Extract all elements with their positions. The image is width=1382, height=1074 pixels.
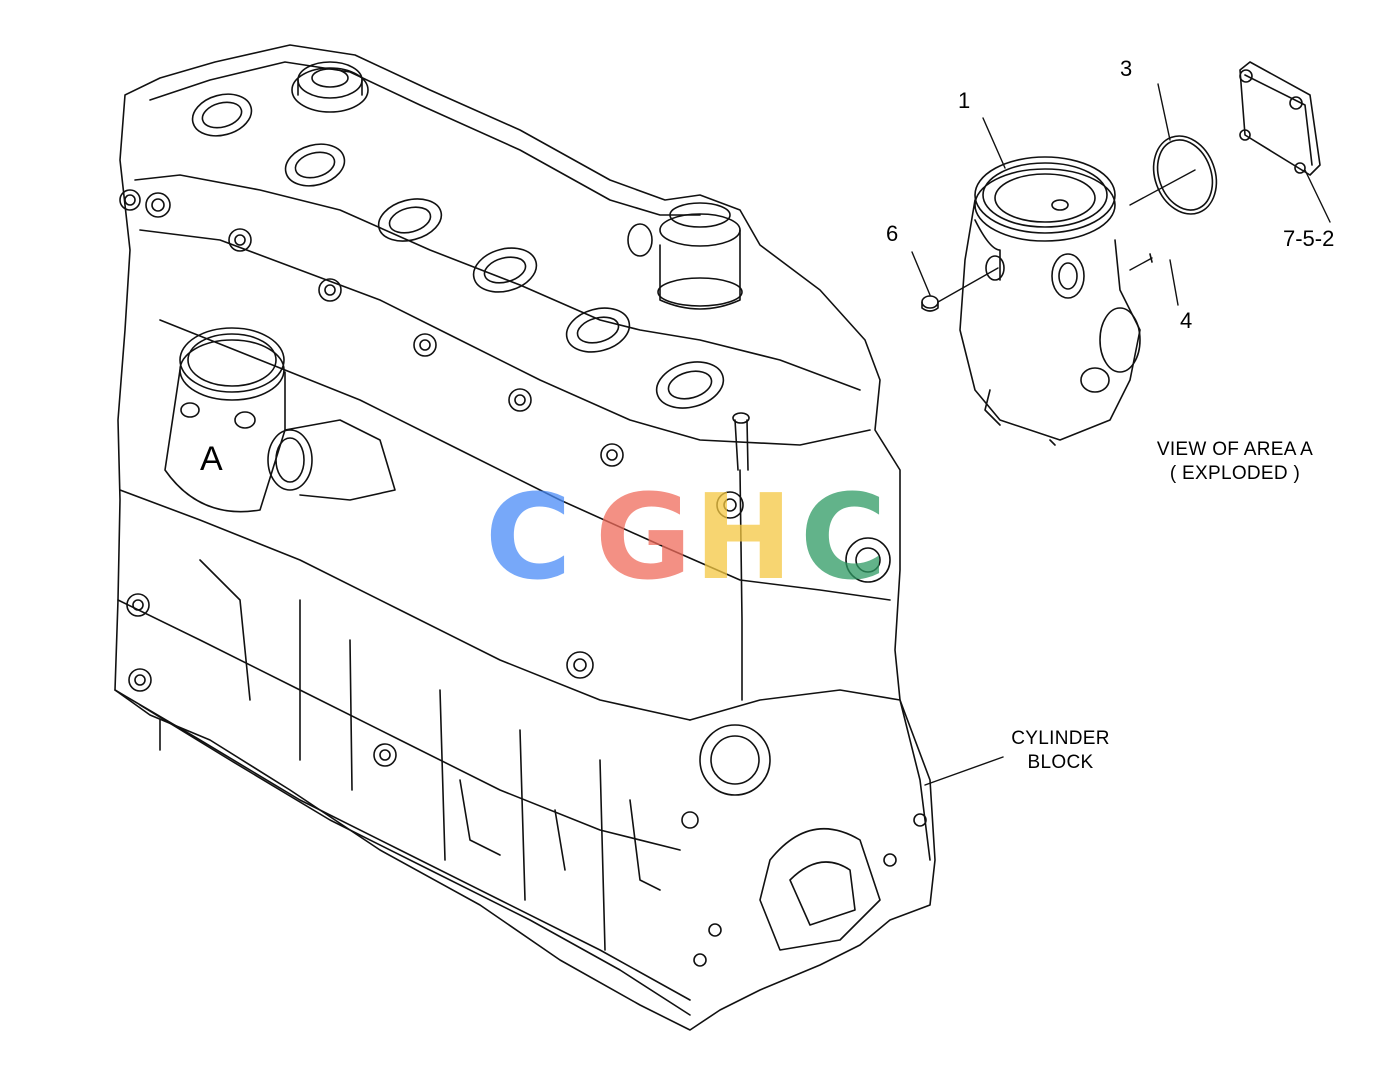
callout-part-4: 4 — [1180, 308, 1193, 333]
block-label-line2: BLOCK — [1027, 752, 1094, 773]
callout-part-6: 6 — [886, 221, 899, 246]
view-note-line1: VIEW OF AREA A — [1156, 439, 1314, 460]
callout-ref-7-5-2: 7-5-2 — [1283, 226, 1335, 251]
callout-part-3: 3 — [1120, 56, 1133, 81]
area-a-marker: A — [200, 440, 223, 478]
view-of-area-note: VIEW OF AREA A ( EXPLODED ) — [1140, 440, 1330, 483]
watermark-letter: C — [800, 468, 887, 606]
view-note-line2: ( EXPLODED ) — [1169, 463, 1301, 484]
block-label-line1: CYLINDER — [1011, 728, 1110, 749]
engine-block — [114, 44, 936, 1031]
cylinder-block-label: CYLINDER BLOCK — [998, 729, 1123, 772]
callout-part-1: 1 — [958, 88, 971, 113]
watermark-letter: C — [485, 468, 572, 606]
watermark-letter: H — [694, 468, 793, 606]
exploded-thermostat-housing — [921, 61, 1321, 446]
watermark-letter: G — [595, 468, 692, 606]
leader-lines — [911, 83, 1331, 786]
